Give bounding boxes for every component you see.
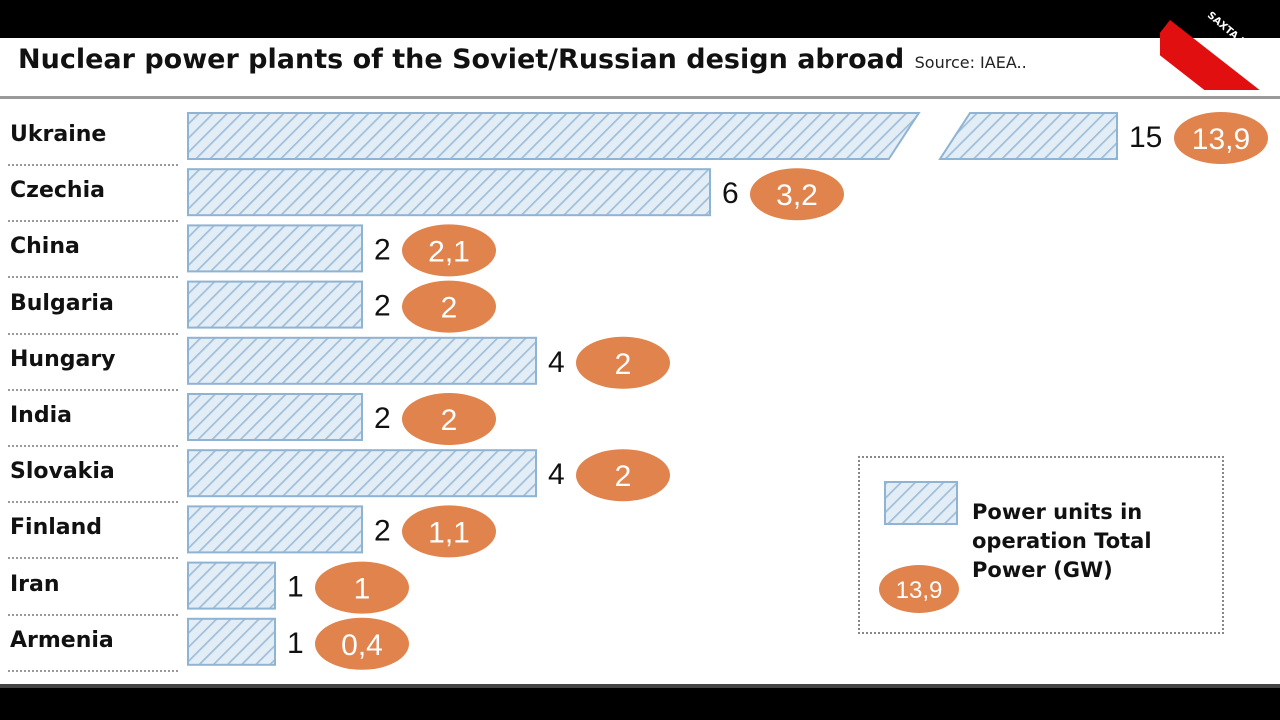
power-badge [1174,112,1268,164]
power-label: 2 [441,404,458,437]
power-badge [402,393,496,445]
category-label: Ukraine [10,122,107,147]
row-separator [8,445,178,447]
bottom-divider [0,684,1280,688]
legend-swatches: 13,9 [879,481,959,613]
row-separator [8,164,178,166]
power-badge [315,617,409,670]
category-label: Iran [10,571,60,597]
power-badge [402,505,496,558]
bar-segment [938,112,1118,160]
power-label: 2,1 [428,235,470,268]
power-badge [402,280,496,333]
category-label: Hungary [10,346,116,372]
bar [187,224,363,273]
bar [187,336,537,385]
power-badge [576,449,670,502]
legend-power-badge [879,565,959,613]
units-label: 15 [1129,121,1162,154]
row-separator [8,220,178,223]
power-label: 3,2 [776,179,818,212]
chart-title: Nuclear power plants of the Soviet/Russi… [18,44,905,75]
row-separator [8,669,178,672]
row-separator [8,501,178,504]
category-label: India [10,403,72,428]
units-label: 4 [548,346,565,379]
power-label: 13,9 [1192,123,1250,156]
row-separator [8,613,178,616]
power-label: 0,4 [341,629,383,662]
row-separator [8,332,178,335]
units-label: 2 [374,402,391,435]
units-label: 1 [287,571,304,604]
bar [187,449,537,498]
category-label: Slovakia [10,459,115,485]
legend-box [858,456,1224,634]
power-label: 2 [615,348,632,381]
title-row: Nuclear power plants of the Soviet/Russi… [18,44,1027,75]
units-label: 2 [374,290,391,323]
category-label: Czechia [10,178,105,204]
power-label: 1,1 [428,516,470,549]
bar-segment [187,112,921,160]
legend-bar-swatch [884,481,958,525]
row-separator [8,388,178,391]
units-label: 6 [722,177,739,210]
row-separator [8,557,178,560]
bar [187,393,363,441]
units-label: 4 [548,458,565,491]
power-badge [576,336,670,389]
units-label: 2 [374,233,391,266]
power-badge [402,224,496,277]
bar [187,505,363,554]
title-divider [0,96,1280,99]
chart-source: Source: IAEA.. [914,53,1027,72]
power-badge [315,561,409,614]
power-label: 1 [354,573,371,606]
bar [187,280,363,329]
units-label: 1 [287,627,304,660]
power-label: 2 [615,460,632,493]
power-label: 2 [441,292,458,325]
units-label: 2 [374,514,391,547]
power-badge [750,168,844,221]
bar [187,561,276,610]
category-label: Bulgaria [10,290,114,316]
row-separator [8,276,178,279]
legend-units-label: Power units in operation Total Power (GW… [972,500,1152,582]
bar [187,168,711,217]
category-label: Finland [10,515,103,541]
category-label: China [10,234,80,260]
category-label: Armenia [10,627,114,653]
bar [187,617,276,666]
legend-power-text: 13,9 [896,577,943,604]
